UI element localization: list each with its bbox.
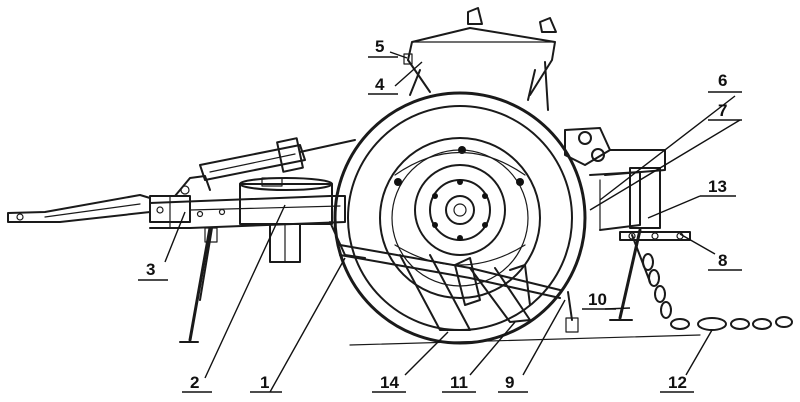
callout-3: 3 <box>146 260 155 279</box>
callout-2: 2 <box>190 373 199 392</box>
callout-6: 6 <box>718 71 727 90</box>
tow-bar <box>7 194 151 223</box>
hopper <box>403 7 557 111</box>
front-support-leg <box>179 226 218 343</box>
callout-9: 9 <box>505 373 514 392</box>
safety-chain <box>642 253 793 331</box>
lower-struts <box>339 244 579 333</box>
callout-13: 13 <box>708 177 727 196</box>
tank-box <box>239 177 333 263</box>
leader-lines <box>164 51 741 393</box>
callout-5: 5 <box>375 37 384 56</box>
callout-4: 4 <box>375 75 385 94</box>
callouts: 1 2 3 4 5 6 7 8 9 10 11 12 13 14 <box>138 37 742 393</box>
rear-hitch <box>619 231 691 241</box>
ground-line <box>349 334 701 346</box>
wheel <box>333 91 587 345</box>
callout-11: 11 <box>450 373 468 392</box>
hydraulic-cylinder <box>174 137 356 197</box>
callout-14: 14 <box>380 373 399 392</box>
rear-support-leg <box>609 228 651 321</box>
callout-1: 1 <box>260 373 269 392</box>
callout-7: 7 <box>718 101 727 120</box>
callout-8: 8 <box>718 251 727 270</box>
callout-10: 10 <box>588 290 607 309</box>
callout-12: 12 <box>668 373 687 392</box>
